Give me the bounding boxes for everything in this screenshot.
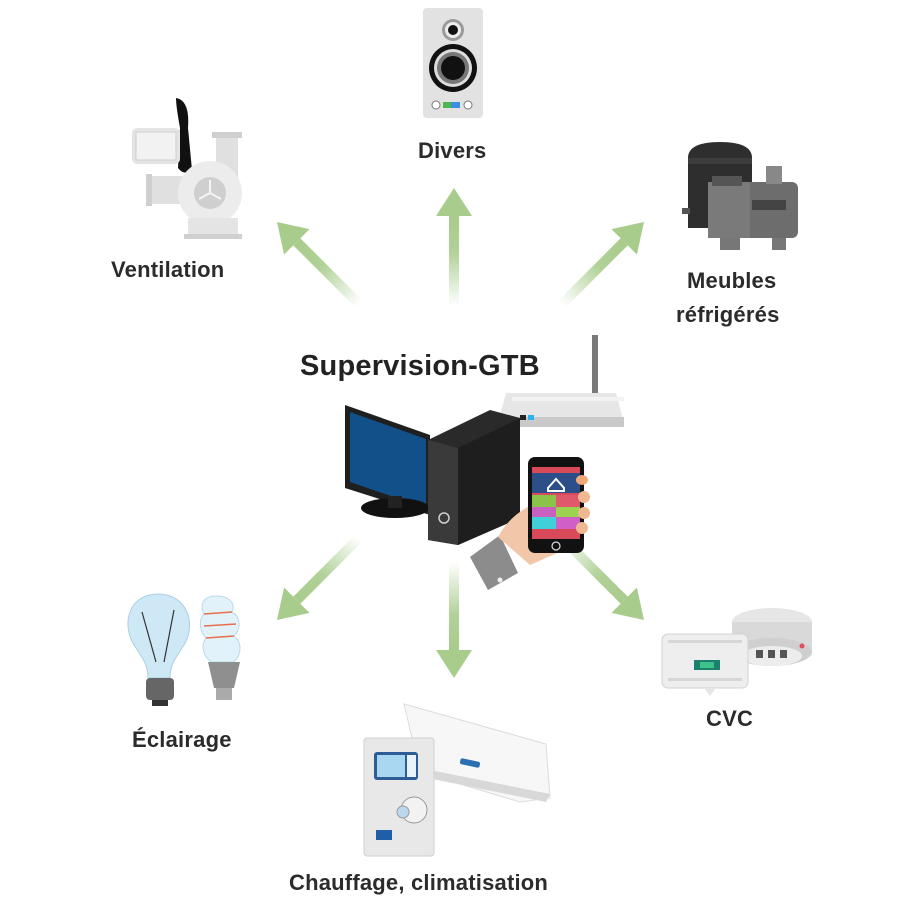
- arrow-to-chauffage: [436, 562, 472, 678]
- label-ventilation: Ventilation: [111, 257, 225, 282]
- compressor-icon: [680, 138, 800, 258]
- arrow-to-meubles: [558, 222, 644, 308]
- label-eclairage: Éclairage: [132, 727, 232, 752]
- arrow-to-eclairage: [277, 534, 363, 620]
- boiler-air-conditioner-icon: [360, 702, 560, 858]
- label-divers: Divers: [418, 138, 487, 163]
- label-meubles-line2: réfrigérés: [676, 302, 780, 327]
- label-cvc: CVC: [706, 706, 754, 731]
- smartphone-in-hand-icon: [470, 455, 590, 595]
- wifi-router-icon: [498, 335, 626, 430]
- arrow-to-divers: [436, 188, 472, 306]
- label-chauffage: Chauffage, climatisation: [289, 870, 549, 895]
- center-title: Supervision-GTB: [300, 350, 540, 382]
- desktop-computer-icon: [340, 400, 530, 550]
- speaker-icon: [423, 8, 485, 120]
- arrow-to-ventilation: [277, 222, 363, 308]
- light-bulbs-icon: [122, 592, 252, 710]
- label-meubles-line1: Meubles: [687, 268, 777, 293]
- thermostat-smoke-detector-icon: [660, 600, 812, 700]
- fan-blower-icon: [128, 98, 248, 240]
